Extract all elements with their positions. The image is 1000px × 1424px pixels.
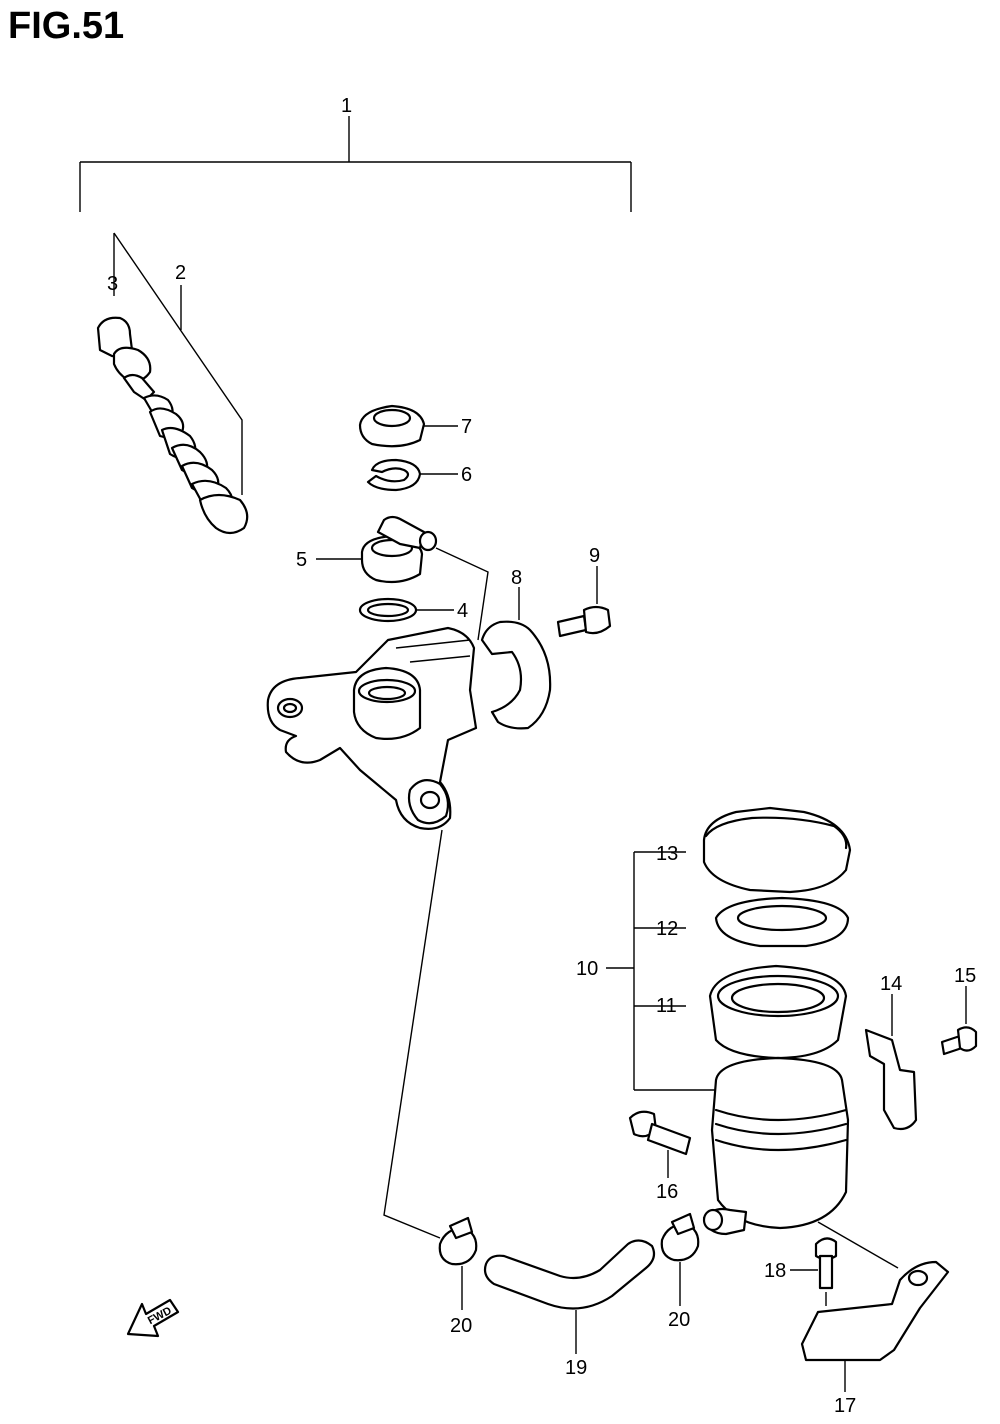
bolt-16 [628, 1110, 692, 1178]
callout-18: 18 [764, 1260, 786, 1282]
callout-14: 14 [880, 973, 902, 995]
callout-2: 2 [175, 262, 186, 284]
plate-12 [714, 896, 850, 948]
bracket-17 [800, 1260, 950, 1392]
clamp-20-left [438, 1216, 478, 1310]
callout-20-right: 20 [668, 1309, 690, 1331]
bolt-18 [790, 1237, 838, 1306]
callout-9: 9 [589, 545, 600, 567]
boot-7 [358, 404, 458, 448]
reservoir-bracket-10 [606, 851, 718, 1091]
callout-5: 5 [296, 549, 307, 571]
callout-11: 11 [656, 995, 677, 1017]
callout-10: 10 [576, 958, 598, 980]
cap-13 [702, 806, 852, 894]
callout-6: 6 [461, 464, 472, 486]
callout-13: 13 [656, 843, 678, 865]
callout-16: 16 [656, 1181, 678, 1203]
diaphragm-11 [708, 964, 848, 1060]
o-ring-4 [358, 597, 454, 623]
callout-1: 1 [341, 95, 352, 117]
callout-20-left: 20 [450, 1315, 472, 1337]
fwd-arrow-icon: FWD [126, 1298, 180, 1338]
callout-7: 7 [461, 416, 472, 438]
hose-19 [483, 1239, 656, 1354]
callout-3: 3 [107, 273, 118, 295]
callout-15: 15 [954, 965, 976, 987]
bolt-9 [556, 566, 612, 638]
clamp-20-right [660, 1212, 700, 1306]
callout-12: 12 [656, 918, 678, 940]
callout-8: 8 [511, 567, 522, 589]
master-cylinder-body [266, 626, 478, 830]
callout-4: 4 [457, 600, 468, 622]
piston-set [96, 232, 249, 535]
circlip-6 [366, 458, 458, 492]
callout-19: 19 [565, 1357, 587, 1379]
callout-17: 17 [834, 1395, 856, 1417]
hose-leader [383, 829, 443, 1239]
assembly-bracket-1 [79, 116, 632, 212]
clip-14 [864, 994, 918, 1131]
leader-connector [435, 547, 489, 641]
reservoir-tank [702, 1056, 899, 1269]
figure-title: FIG.51 [8, 5, 124, 47]
connector-5 [316, 515, 438, 584]
holder-8 [480, 587, 552, 730]
screw-15 [940, 986, 978, 1056]
